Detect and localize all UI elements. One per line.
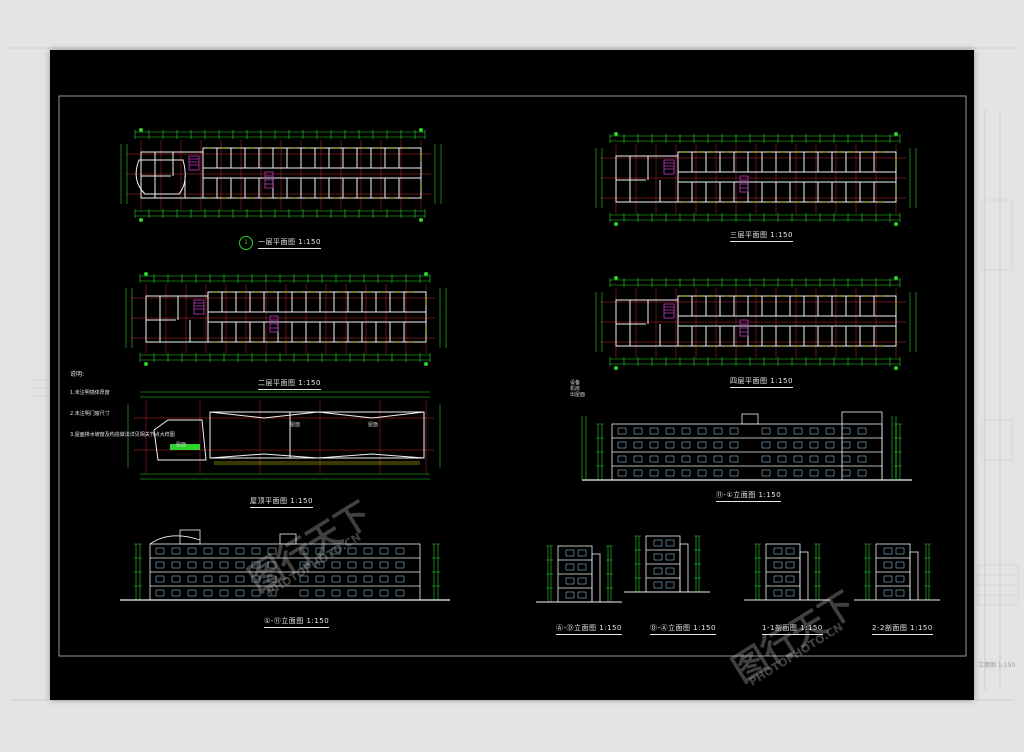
title-plan-3: 三层平面图 1:150 — [730, 230, 793, 242]
notes-text: 1.未注明墙体厚度 2.未注明门窗尺寸 3.屋面排水坡度及构造做法详见相关节点大… — [70, 376, 175, 453]
note-line: 2.未注明门窗尺寸 — [70, 411, 110, 417]
notes-title: 说明: — [70, 371, 85, 378]
drawing-frame — [58, 95, 967, 657]
background-sheet-label: 立面图 1:150 — [978, 662, 1016, 669]
elevation-rear — [581, 411, 913, 481]
title-elevation-rear: ⑪-①立面图 1:150 — [716, 490, 782, 502]
roof-label-c: 屋面 — [368, 422, 379, 428]
elevation-main — [119, 529, 451, 601]
title-plan-4: 四层平面图 1:150 — [730, 376, 793, 388]
title-roof-plan: 屋顶平面图 1:150 — [250, 496, 313, 508]
view-marker-1: 1 — [239, 236, 253, 250]
cad-drawing-sheet: 1 一层平面图 1:150 二层平面图 1:150 三层平面图 1:150 四层… — [50, 50, 974, 700]
note-line: 3.屋面排水坡度及构造做法详见相关节点大样图 — [70, 432, 175, 438]
elevation-small-b — [623, 535, 711, 593]
section-2-2 — [853, 543, 941, 601]
roof-plan — [127, 391, 441, 480]
roof-label-a: 屋面 — [176, 442, 187, 448]
title-plan-1: 一层平面图 1:150 — [258, 237, 321, 249]
floor-plan-3 — [595, 131, 917, 227]
title-elevation-small-a: Ⓐ-Ⓓ立面图 1:150 — [556, 623, 622, 635]
roof-label-b: 屋面 — [290, 422, 301, 428]
title-plan-2: 二层平面图 1:150 — [258, 378, 321, 390]
title-section-1-1: 1-1剖面图 1:150 — [762, 623, 823, 635]
floor-plan-4 — [595, 275, 917, 371]
drawing-canvas — [58, 95, 967, 657]
note-line: 1.未注明墙体厚度 — [70, 390, 110, 396]
title-elevation-small-b: Ⓓ-Ⓐ立面图 1:150 — [650, 623, 716, 635]
title-elevation-main: ①-⑪立面图 1:150 — [264, 616, 330, 628]
floor-plan-1 — [120, 127, 442, 223]
elevation-note: 设备 机房 出屋面 — [570, 380, 586, 398]
elevation-small-a — [535, 545, 623, 603]
title-section-2-2: 2-2剖面图 1:150 — [872, 623, 933, 635]
floor-plan-2 — [125, 271, 447, 367]
